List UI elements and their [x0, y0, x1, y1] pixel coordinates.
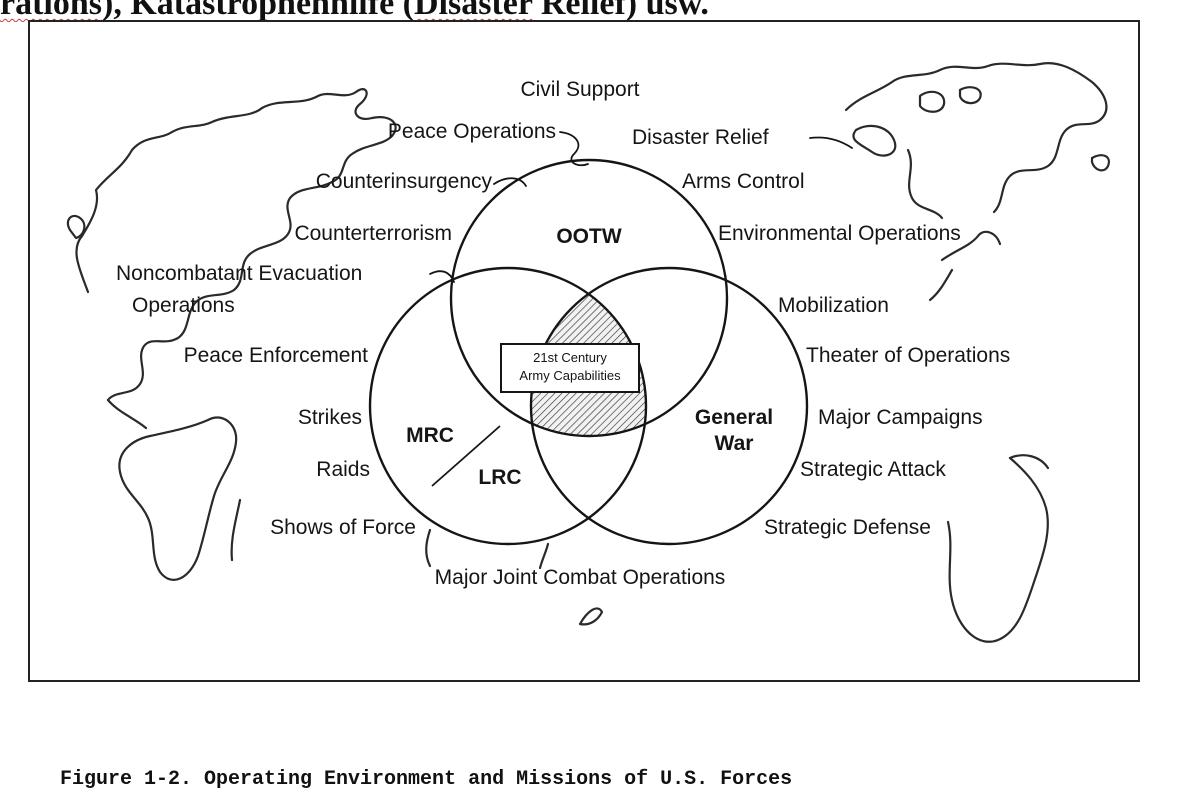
- environmental-operations-label: Environmental Operations: [718, 222, 961, 245]
- mexico-outline: [106, 398, 148, 430]
- north-america-outline: [75, 88, 397, 402]
- general-war-label-line2: War: [715, 432, 754, 455]
- left-coast-detail: [230, 498, 242, 562]
- major-joint-leader: [538, 542, 550, 570]
- document-text: Relief) usw.: [532, 0, 709, 22]
- arctic-islands-outline-2: [958, 86, 982, 105]
- shows-of-force-label: Shows of Force: [270, 516, 416, 539]
- center-label-line2: Army Capabilities: [519, 368, 621, 383]
- misspelled-word: rations: [0, 0, 102, 22]
- kamchatka-outline: [1090, 154, 1110, 172]
- major-joint-combat-label: Major Joint Combat Operations: [435, 566, 726, 589]
- arctic-islands-outline: [918, 90, 946, 113]
- general-war-label-line1: General: [695, 406, 773, 429]
- arms-control-label: Arms Control: [682, 170, 805, 193]
- strategic-defense-label: Strategic Defense: [764, 516, 931, 539]
- general-war-circle: [529, 266, 809, 546]
- disaster-relief-label: Disaster Relief: [632, 126, 769, 149]
- shows-of-force-leader: [425, 528, 432, 568]
- mobilization-wave-outline: [928, 268, 954, 302]
- europe-coast-outline: [906, 148, 944, 220]
- strikes-label: Strikes: [298, 406, 362, 429]
- noncombatant-evacuation-label-line2: Operations: [132, 294, 235, 317]
- counterinsurgency-label: Counterinsurgency: [316, 170, 493, 193]
- ootw-label: OOTW: [556, 225, 621, 248]
- counterterrorism-label: Counterterrorism: [294, 222, 452, 245]
- africa-outline: [946, 456, 1049, 643]
- madagascar-outline: [578, 607, 604, 626]
- disaster-relief-leader: [809, 136, 853, 149]
- mrc-lrc-divider: [431, 425, 501, 487]
- figure-caption: Figure 1-2. Operating Environment and Mi…: [60, 768, 793, 791]
- greenland-outline: [66, 214, 86, 240]
- mrc-label: MRC: [406, 424, 454, 447]
- raids-label: Raids: [316, 458, 370, 481]
- mrc-lrc-circle: [368, 266, 648, 546]
- peace-operations-label: Peace Operations: [388, 120, 556, 143]
- center-label-box: [500, 343, 640, 393]
- figure-frame: [28, 20, 1140, 682]
- mobilization-label: Mobilization: [778, 294, 889, 317]
- intersection-hatch: [531, 268, 646, 436]
- major-campaigns-label: Major Campaigns: [818, 406, 983, 429]
- noncombatant-evacuation-label-line1: Noncombatant Evacuation: [116, 262, 362, 285]
- central-intersection: [531, 268, 646, 436]
- counterinsurgency-leader: [493, 177, 527, 187]
- peace-ops-leader: [559, 131, 589, 167]
- world-map-outline: [66, 62, 1110, 643]
- ootw-circle: [449, 158, 729, 438]
- eurasia-outline: [844, 62, 1108, 214]
- misspelled-word: Disaster: [413, 0, 533, 22]
- peace-enforcement-label: Peace Enforcement: [184, 344, 369, 367]
- document-text-line: rations), Katastrophenhilfe (Disaster Re…: [0, 0, 1199, 22]
- label-leaders: [429, 131, 853, 283]
- civil-support-label: Civil Support: [520, 78, 639, 101]
- noncombatant-leader: [429, 270, 455, 283]
- theater-of-operations-label: Theater of Operations: [806, 344, 1010, 367]
- africa-coast-outline: [1008, 454, 1050, 470]
- asia-coast-outline: [940, 230, 1002, 262]
- lrc-label: LRC: [478, 466, 521, 489]
- scandinavia-outline: [852, 124, 897, 157]
- document-text: ), Katastrophenhilfe (: [102, 0, 414, 22]
- strategic-attack-label: Strategic Attack: [800, 458, 946, 481]
- south-america-outline: [118, 416, 238, 581]
- center-label-line1: 21st Century: [533, 350, 607, 365]
